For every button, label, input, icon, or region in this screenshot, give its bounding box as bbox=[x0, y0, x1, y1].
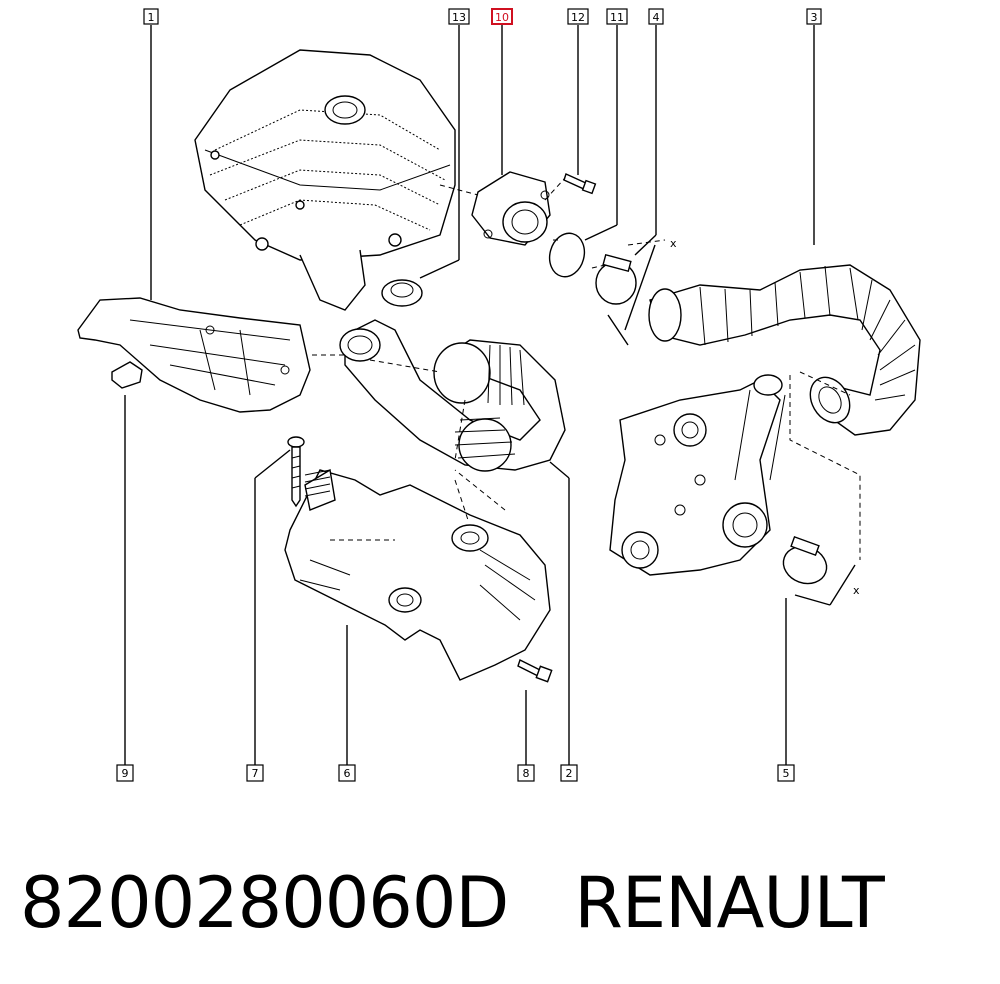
corrugated-hose-3 bbox=[648, 264, 921, 436]
callout-label: 2 bbox=[566, 767, 573, 780]
callout-13: 13 bbox=[448, 8, 470, 25]
callout-label: 5 bbox=[783, 767, 790, 780]
intake-duct-2 bbox=[339, 319, 566, 472]
callout-label: 9 bbox=[122, 767, 129, 780]
dimension-mark-upper: x bbox=[670, 237, 677, 250]
callout-label: 11 bbox=[610, 11, 624, 24]
callout-label: 7 bbox=[252, 767, 259, 780]
callout-label: 10 bbox=[495, 11, 509, 24]
callout-4: 4 bbox=[648, 8, 664, 25]
brand-name: RENAULT bbox=[574, 862, 884, 944]
callout-10: 10 bbox=[491, 8, 513, 25]
clip-9 bbox=[111, 361, 143, 389]
callout-8: 8 bbox=[517, 764, 535, 782]
airflow-meter bbox=[471, 171, 551, 246]
part-number: 8200280060D bbox=[20, 862, 509, 944]
bolt-8 bbox=[517, 659, 553, 683]
bolt-12 bbox=[563, 173, 597, 195]
callout-label: 3 bbox=[811, 11, 818, 24]
turbocharger-assembly bbox=[609, 374, 786, 576]
dimension-mark-lower: x bbox=[853, 584, 860, 597]
o-ring bbox=[548, 232, 586, 278]
callout-9: 9 bbox=[116, 764, 134, 782]
callout-label: 13 bbox=[452, 11, 466, 24]
callout-label: 1 bbox=[148, 11, 155, 24]
callout-2: 2 bbox=[560, 764, 578, 782]
screw-7 bbox=[287, 436, 305, 508]
callout-label: 12 bbox=[571, 11, 585, 24]
callout-6: 6 bbox=[338, 764, 356, 782]
rubber-grommet bbox=[381, 279, 423, 307]
hose-clamp-4 bbox=[595, 239, 666, 346]
part-caption: 8200280060D RENAULT bbox=[20, 858, 885, 948]
callout-3: 3 bbox=[806, 8, 822, 25]
hose-clamp-5 bbox=[782, 371, 861, 606]
resonator-box-6 bbox=[284, 468, 551, 681]
callout-11: 11 bbox=[606, 8, 628, 25]
callout-label: 8 bbox=[523, 767, 530, 780]
air-filter-housing bbox=[194, 49, 456, 311]
callout-5: 5 bbox=[777, 764, 795, 782]
bracket-1 bbox=[77, 297, 311, 413]
callout-12: 12 bbox=[567, 8, 589, 25]
callout-7: 7 bbox=[246, 764, 264, 782]
callout-label: 6 bbox=[344, 767, 351, 780]
leader-lines bbox=[124, 25, 815, 765]
callout-label: 4 bbox=[653, 11, 660, 24]
callout-1: 1 bbox=[143, 8, 159, 25]
